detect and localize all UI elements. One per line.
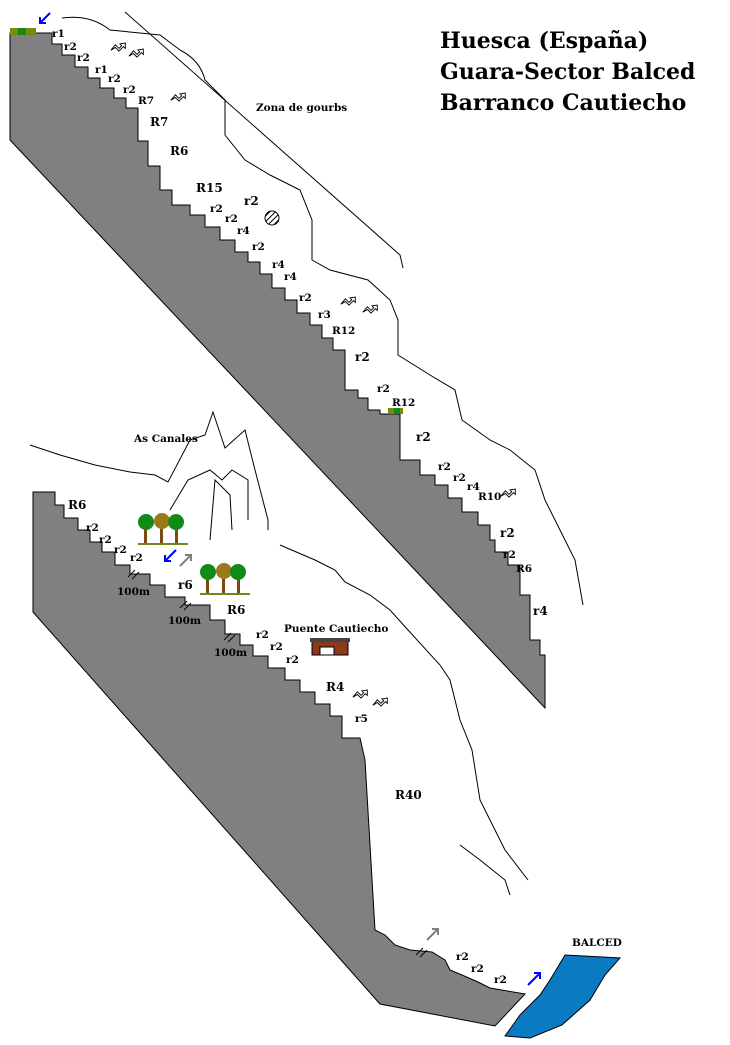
rappel-label: R10: [478, 491, 501, 503]
start-marker: [10, 28, 36, 35]
trees-icon: [138, 513, 188, 545]
rappel-label: r2: [108, 73, 121, 85]
rappel-label: r1: [52, 28, 65, 40]
trees-icon: [200, 563, 250, 595]
jump-icon: [353, 690, 367, 698]
rappel-label: R15: [196, 181, 223, 195]
rappel-label: r2: [456, 951, 469, 963]
bridge-icon: [310, 638, 350, 655]
rappel-label: r2: [114, 544, 127, 556]
rappel-label: r6: [178, 578, 193, 592]
rappel-label: r4: [237, 225, 250, 237]
rappel-label: r2: [210, 203, 223, 215]
rappel-label: r2: [438, 461, 451, 473]
distance-label: 100m: [214, 647, 247, 659]
rappel-label: r4: [533, 604, 548, 618]
rappel-label: r4: [284, 271, 297, 283]
rappel-label: r2: [416, 430, 431, 444]
rappel-label: R6: [516, 563, 532, 575]
distance-label: 100m: [117, 586, 150, 598]
pothole-hatched: [265, 211, 279, 225]
rappel-label: R12: [392, 397, 415, 409]
rappel-label: r4: [272, 259, 285, 271]
rappel-label: r2: [244, 194, 259, 208]
rappel-label: r2: [252, 241, 265, 253]
jump-icon: [129, 49, 143, 57]
rappel-label: r2: [64, 41, 77, 53]
jump-icon: [171, 93, 185, 101]
rappel-label: R6: [170, 144, 188, 158]
rappel-label: r2: [77, 52, 90, 64]
rappel-label: R6: [227, 603, 245, 617]
jump-icon: [111, 43, 125, 51]
rappel-label: r2: [355, 350, 370, 364]
rappel-label: R4: [326, 680, 344, 694]
jump-icon: [373, 698, 387, 706]
rappel-label: r2: [286, 654, 299, 666]
down-arrow-icon: [165, 550, 176, 561]
exit-arrow-blue-icon: [528, 973, 540, 985]
rappel-label: r2: [225, 213, 238, 225]
entry-arrow-icon: [40, 13, 50, 23]
rappel-label: r2: [453, 472, 466, 484]
rappel-label: r2: [500, 526, 515, 540]
as-canales-label: As Canales: [133, 433, 198, 445]
puente-label: Puente Cautiecho: [284, 623, 388, 635]
rappel-label: r5: [355, 713, 368, 725]
rappel-label: r2: [270, 641, 283, 653]
up-arrow-icon: [180, 555, 191, 566]
jump-icon: [363, 305, 377, 313]
rappel-label: r2: [123, 84, 136, 96]
rappel-label: r2: [503, 549, 516, 561]
rappel-label: R7: [138, 95, 154, 107]
jump-icon: [501, 489, 515, 497]
exit-arrow-gray-icon: [427, 929, 438, 940]
rappel-label: r2: [99, 534, 112, 546]
rappel-label: R40: [395, 788, 422, 802]
rappel-label: R12: [332, 325, 355, 337]
rappel-label: r2: [377, 383, 390, 395]
distance-label: 100m: [168, 615, 201, 627]
rappel-label: R7: [150, 115, 168, 129]
rappel-label: r2: [86, 522, 99, 534]
rappel-label: r1: [95, 64, 108, 76]
rappel-label: r2: [256, 629, 269, 641]
zona-gourbs-label: Zona de gourbs: [256, 102, 347, 114]
balced-label: BALCED: [572, 937, 622, 949]
rappel-label: r2: [299, 292, 312, 304]
rappel-label: r2: [130, 552, 143, 564]
rappel-label: r3: [318, 309, 331, 321]
jump-icon: [341, 297, 355, 305]
rappel-label: R6: [68, 498, 86, 512]
rappel-label: r2: [494, 974, 507, 986]
rappel-label: r2: [471, 963, 484, 975]
